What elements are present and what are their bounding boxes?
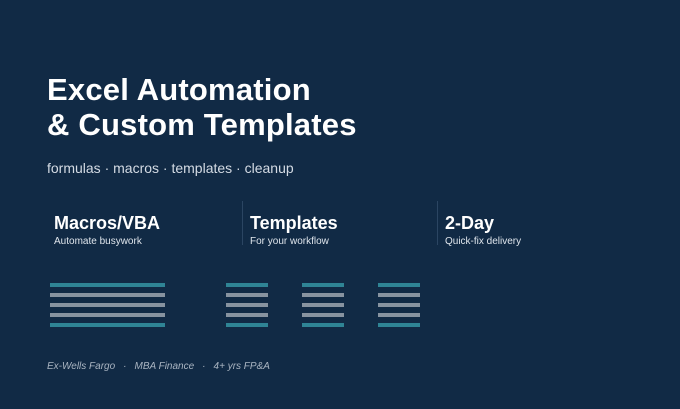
spreadsheet-row-bar <box>302 313 344 317</box>
spreadsheet-footer-bar <box>226 323 268 327</box>
feature-subtitle: Quick-fix delivery <box>445 236 522 247</box>
credential-item: Ex-Wells Fargo <box>47 361 116 372</box>
spreadsheet-header-bar <box>302 283 344 287</box>
title-line-2: & Custom Templates <box>47 107 357 142</box>
spreadsheet-row-bar <box>50 293 165 297</box>
spreadsheet-footer-bar <box>302 323 344 327</box>
footer-separator: · <box>202 361 206 372</box>
feature-subtitle: Automate busywork <box>54 236 142 247</box>
spreadsheet-row-bar <box>378 313 420 317</box>
feature-subtitle: For your workflow <box>250 236 329 247</box>
spreadsheet-illustration-col-3 <box>378 283 420 333</box>
feature-divider <box>437 201 438 245</box>
feature-divider <box>242 201 243 245</box>
spreadsheet-footer-bar <box>378 323 420 327</box>
spreadsheet-row-bar <box>378 293 420 297</box>
credential-item: 4+ yrs FP&A <box>213 361 270 372</box>
spreadsheet-illustration-col-2 <box>302 283 344 333</box>
feature-templates: Templates For your workflow <box>250 212 338 247</box>
spreadsheet-row-bar <box>302 293 344 297</box>
feature-macros: Macros/VBA Automate busywork <box>54 212 160 247</box>
main-title: Excel Automation & Custom Templates <box>47 72 357 142</box>
feature-heading: 2-Day <box>445 213 495 233</box>
spreadsheet-row-bar <box>226 313 268 317</box>
tagline: formulas · macros · templates · cleanup <box>47 160 294 176</box>
footer-separator: · <box>123 361 127 372</box>
spreadsheet-row-bar <box>50 313 165 317</box>
spreadsheet-row-bar <box>302 303 344 307</box>
title-line-1: Excel Automation <box>47 72 311 107</box>
spreadsheet-header-bar <box>378 283 420 287</box>
feature-delivery: 2-Day Quick-fix delivery <box>445 212 521 247</box>
spreadsheet-illustration-col-1 <box>226 283 268 333</box>
spreadsheet-row-bar <box>226 293 268 297</box>
spreadsheet-header-bar <box>226 283 268 287</box>
feature-heading: Templates <box>250 213 338 233</box>
spreadsheet-footer-bar <box>50 323 165 327</box>
spreadsheet-row-bar <box>378 303 420 307</box>
spreadsheet-header-bar <box>50 283 165 287</box>
spreadsheet-row-bar <box>226 303 268 307</box>
credential-item: MBA Finance <box>134 361 195 372</box>
spreadsheet-row-bar <box>50 303 165 307</box>
credentials-footer: Ex-Wells Fargo · MBA Finance · 4+ yrs FP&A <box>47 361 270 372</box>
spreadsheet-illustration-wide <box>50 283 165 333</box>
feature-heading: Macros/VBA <box>54 213 161 233</box>
